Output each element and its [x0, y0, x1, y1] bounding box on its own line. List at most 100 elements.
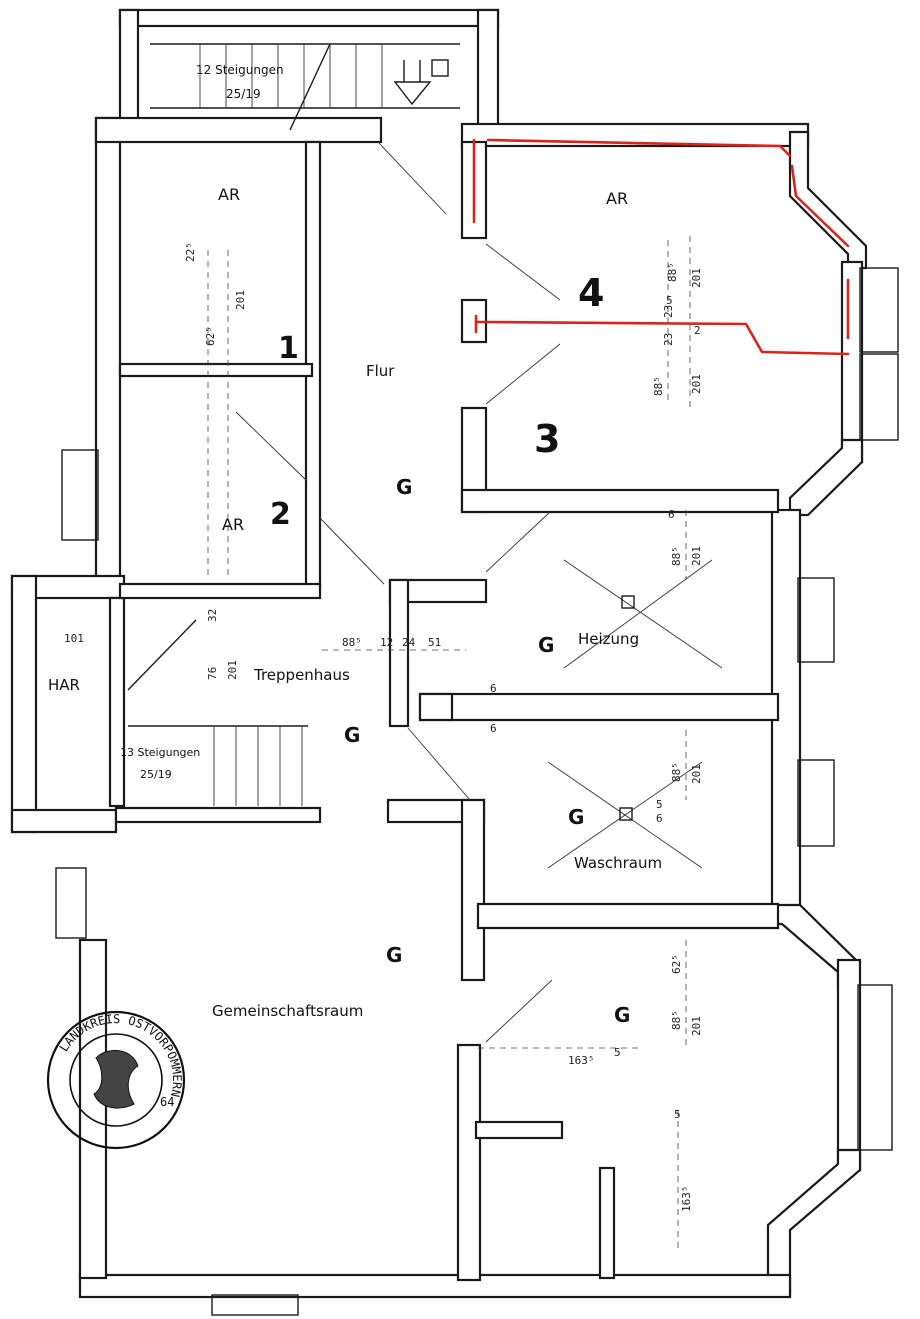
window-right-1	[859, 267, 899, 353]
red-line-top-wall	[486, 138, 792, 158]
dim-text: 24	[402, 636, 416, 649]
window-right-4	[797, 759, 835, 847]
wall-stair-bottom	[114, 806, 322, 824]
wall-har-right	[108, 596, 126, 808]
dim-text: 5	[656, 798, 663, 811]
dim-text: 23	[662, 333, 675, 346]
wall-top-stair	[118, 8, 500, 28]
dim-text: 88⁵	[342, 636, 362, 649]
wall-right-lower	[836, 958, 862, 1172]
marker-g-heizung: G	[538, 633, 554, 657]
window-right-2	[859, 353, 899, 441]
stair-mid-size: 25/19	[140, 768, 172, 781]
dim-text: 22⁵	[184, 242, 197, 262]
wall-heizung-left	[388, 578, 410, 728]
dim-text: 201	[226, 660, 239, 680]
wall-lower-room-left	[456, 1043, 482, 1282]
dim-text: 201	[690, 546, 703, 566]
marker-g-treppenhaus: G	[344, 723, 360, 747]
room-label-ar-top-right: AR	[606, 189, 628, 208]
stair-mid-count: 13 Steigungen	[120, 746, 200, 759]
marker-g-gemeinschaftsraum: G	[386, 943, 402, 967]
dim-text: 62⁵	[670, 954, 683, 974]
dim-text: 51	[428, 636, 441, 649]
handwritten-4: 4	[578, 271, 604, 315]
dim-text: 5	[614, 1046, 621, 1059]
dim-text: 5	[666, 294, 673, 307]
dim-text: 201	[234, 290, 247, 310]
room-label-heizung: Heizung	[578, 630, 639, 648]
wall-heizung-bottom	[418, 692, 780, 722]
dim-text: 32	[206, 609, 219, 622]
window-right-3	[797, 577, 835, 663]
wall-bottom	[78, 1273, 792, 1299]
stair-arrow-icon	[393, 59, 449, 106]
dim-text: 23	[662, 305, 675, 318]
dim-text: 6	[656, 812, 663, 825]
red-line-bay	[790, 164, 850, 248]
dim-text: 2	[694, 324, 701, 337]
wall-lower-stub	[474, 1120, 564, 1140]
dimension-lines	[207, 236, 691, 1250]
wall-wasch-left	[460, 798, 486, 982]
dimension-texts: 101 88⁵ 201 5 23 2 23 88⁵ 201 6 88⁵ 201 …	[64, 242, 703, 1212]
room-labels: AR AR AR HAR Flur Treppenhaus Heizung Wa…	[48, 185, 662, 1020]
marker-g-bottom-right: G	[614, 1003, 630, 1027]
wall-stair-right	[476, 8, 500, 130]
stair-top-count: 12 Steigungen	[196, 63, 284, 77]
door-swings	[235, 141, 723, 1043]
walls	[10, 8, 899, 1316]
room-label-ar-top-left: AR	[218, 185, 240, 204]
red-line-partition	[474, 314, 850, 356]
wall-lower-inner	[598, 1166, 616, 1280]
wall-ar-divider	[118, 362, 314, 378]
room-label-treppenhaus: Treppenhaus	[253, 666, 350, 684]
handwritten-numbers: 1 2 3 4	[270, 271, 604, 532]
red-markup	[472, 138, 850, 356]
dim-text: 201	[690, 374, 703, 394]
wall-stair-left	[118, 8, 140, 130]
wall-left-upper	[94, 116, 122, 590]
handwritten-2: 2	[270, 497, 291, 532]
wall-ar-bottom	[118, 582, 322, 600]
dim-text: 163⁵	[568, 1054, 595, 1067]
wall-left-lower	[78, 938, 108, 1280]
wall-wasch-bottom	[476, 902, 780, 930]
wall-right-upper	[840, 260, 864, 464]
wall-bay-upper-bottom	[788, 438, 864, 517]
stairs-top-treads	[150, 43, 460, 131]
dim-text: 201	[690, 1016, 703, 1036]
entry-step	[211, 1294, 299, 1316]
handwritten-3: 3	[534, 417, 560, 461]
seal-inner-ring	[69, 1033, 163, 1127]
room-label-har: HAR	[48, 676, 80, 694]
marker-g-flur: G	[396, 475, 412, 499]
dim-text: 88⁵	[652, 376, 665, 396]
dim-text: 62⁵	[204, 326, 217, 346]
dim-text: 88⁵	[670, 1010, 683, 1030]
wall-top-left	[94, 116, 383, 144]
room-label-gemeinschaftsraum: Gemeinschaftsraum	[212, 1002, 363, 1020]
handwritten-1: 1	[278, 331, 299, 366]
window-right-5	[857, 984, 893, 1151]
wall-har-bottom	[10, 808, 118, 834]
dim-text: 163⁵	[680, 1186, 693, 1213]
dim-text: 101	[64, 632, 84, 645]
dim-text: 88⁵	[670, 762, 683, 782]
dim-text: 88⁵	[666, 262, 679, 282]
dim-text: 201	[690, 764, 703, 784]
window-left-upper	[61, 449, 99, 541]
dim-text: 6	[668, 508, 675, 521]
dim-text: 76	[206, 667, 219, 680]
stairs-mid-treads	[127, 619, 308, 806]
room-label-ar-middle: AR	[222, 515, 244, 534]
room-label-waschraum: Waschraum	[574, 854, 662, 872]
dim-text: 5	[674, 1108, 681, 1121]
wall-har-left	[10, 574, 38, 834]
seal-number: 64	[160, 1095, 174, 1109]
dim-text: 12	[380, 636, 393, 649]
seal-outer-ring	[46, 1010, 186, 1150]
window-left-lower	[55, 867, 87, 939]
dim-text: 6	[490, 682, 497, 695]
